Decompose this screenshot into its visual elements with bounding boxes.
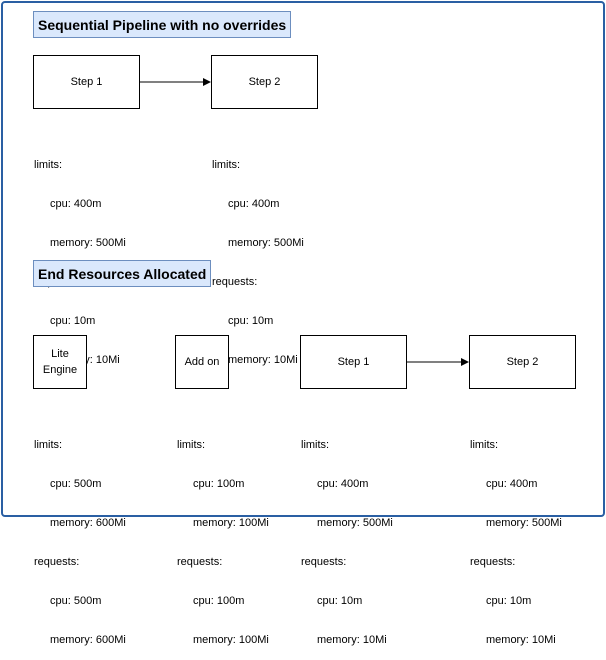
limits-memory: memory: 500Mi bbox=[50, 237, 126, 249]
node-label-line2: Engine bbox=[42, 364, 78, 376]
node-lite-engine[interactable]: Lite Engine bbox=[33, 335, 87, 389]
requests-label: requests: bbox=[301, 556, 347, 568]
limits-cpu: cpu: 400m bbox=[228, 198, 280, 210]
requests-cpu: cpu: 10m bbox=[228, 315, 274, 327]
limits-cpu: cpu: 400m bbox=[317, 478, 369, 490]
limits-memory: memory: 100Mi bbox=[193, 517, 269, 529]
limits-memory: memory: 500Mi bbox=[228, 237, 304, 249]
node-label: Step 1 bbox=[337, 356, 370, 368]
limits-label: limits: bbox=[34, 439, 63, 451]
requests-cpu: cpu: 500m bbox=[50, 595, 102, 607]
requests-cpu: cpu: 100m bbox=[193, 595, 245, 607]
requests-label: requests: bbox=[177, 556, 223, 568]
requests-label: requests: bbox=[470, 556, 516, 568]
node-step-2-allocated[interactable]: Step 2 bbox=[469, 335, 576, 389]
limits-cpu: cpu: 500m bbox=[50, 478, 102, 490]
requests-memory: memory: 10Mi bbox=[228, 354, 298, 366]
requests-memory: memory: 10Mi bbox=[486, 634, 556, 646]
node-add-on[interactable]: Add on bbox=[175, 335, 229, 389]
section-title-end-resources: End Resources Allocated bbox=[33, 260, 211, 287]
requests-label: requests: bbox=[212, 276, 258, 288]
limits-cpu: cpu: 400m bbox=[486, 478, 538, 490]
limits-label: limits: bbox=[301, 439, 330, 451]
limits-memory: memory: 600Mi bbox=[50, 517, 126, 529]
requests-memory: memory: 600Mi bbox=[50, 634, 126, 646]
limits-cpu: cpu: 400m bbox=[50, 198, 102, 210]
requests-cpu: cpu: 10m bbox=[317, 595, 363, 607]
limits-cpu: cpu: 100m bbox=[193, 478, 245, 490]
node-label: Add on bbox=[184, 356, 220, 368]
node-label: Step 1 bbox=[70, 76, 103, 88]
requests-memory: memory: 100Mi bbox=[193, 634, 269, 646]
node-step-1-allocated[interactable]: Step 1 bbox=[300, 335, 407, 389]
requests-cpu: cpu: 10m bbox=[486, 595, 532, 607]
node-label-line1: Lite bbox=[51, 348, 69, 360]
connector-layer bbox=[140, 78, 469, 366]
requests-cpu: cpu: 10m bbox=[50, 315, 96, 327]
requests-memory: memory: 10Mi bbox=[317, 634, 387, 646]
limits-label: limits: bbox=[34, 159, 63, 171]
node-label: Step 2 bbox=[506, 356, 539, 368]
limits-label: limits: bbox=[177, 439, 206, 451]
section-title-sequential: Sequential Pipeline with no overrides bbox=[33, 11, 291, 38]
node-label: Step 2 bbox=[248, 76, 281, 88]
limits-label: limits: bbox=[212, 159, 241, 171]
node-step-1[interactable]: Step 1 bbox=[33, 55, 140, 109]
limits-memory: memory: 500Mi bbox=[317, 517, 393, 529]
resource-spec-step-2: limits: cpu: 400m memory: 500Mi requests… bbox=[212, 133, 304, 380]
node-step-2[interactable]: Step 2 bbox=[211, 55, 318, 109]
requests-label: requests: bbox=[34, 556, 80, 568]
limits-label: limits: bbox=[470, 439, 499, 451]
limits-memory: memory: 500Mi bbox=[486, 517, 562, 529]
